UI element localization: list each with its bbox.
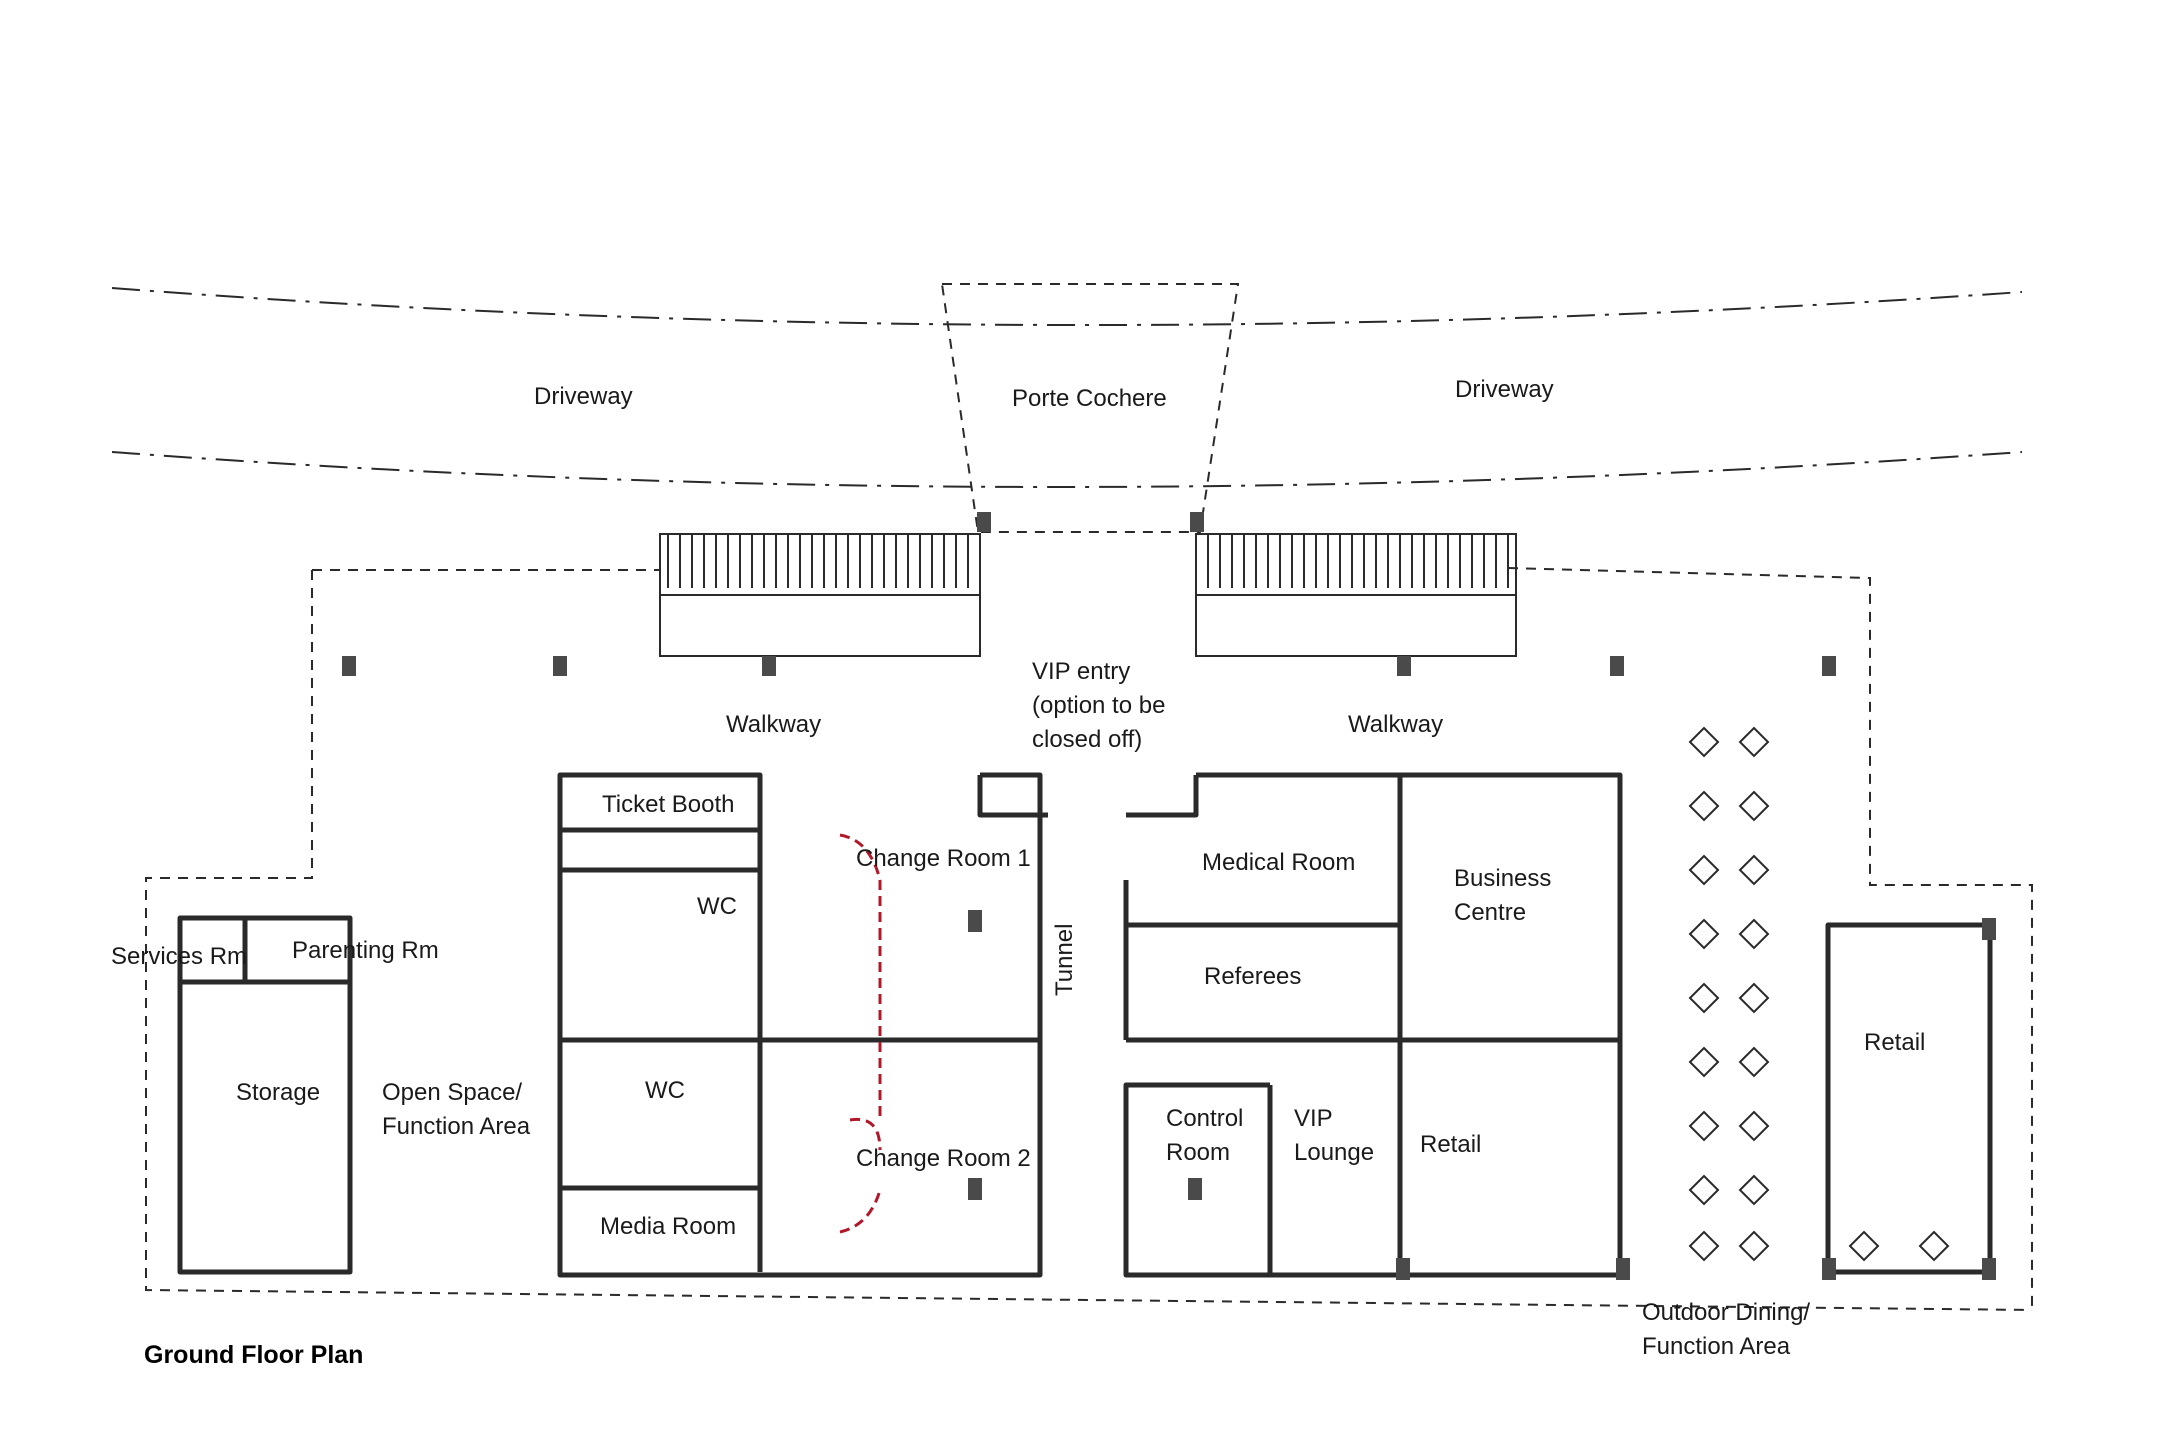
outdoor-tables — [1688, 726, 1950, 1262]
label-tunnel: Tunnel — [1051, 923, 1078, 997]
stairs-left — [659, 533, 981, 657]
label-parenting-rm: Parenting Rm — [292, 937, 439, 964]
label-outdoor-dining: Outdoor Dining/ Function Area — [1642, 1299, 1811, 1360]
label-referees: Referees — [1204, 963, 1302, 990]
label-vip-entry: VIP entry (option to be closed off) — [1032, 658, 1166, 753]
label-services-rm: Services Rm — [111, 943, 248, 970]
label-wc-upper: WC — [697, 893, 737, 920]
label-media-room: Media Room — [600, 1213, 737, 1240]
label-business-centre: Business Centre — [1454, 865, 1552, 926]
label-retail-middle: Retail — [1420, 1131, 1482, 1158]
driveway-edges — [111, 287, 2023, 488]
label-wc-lower: WC — [645, 1077, 685, 1104]
label-vip-lounge: VIP Lounge — [1294, 1105, 1375, 1166]
columns — [342, 512, 1996, 1280]
label-driveway-left: Driveway — [534, 383, 633, 410]
canopy-outline — [145, 567, 2033, 1311]
plan-title: Ground Floor Plan — [144, 1341, 364, 1369]
label-driveway-right: Driveway — [1455, 376, 1554, 403]
building-walls — [177, 772, 1993, 1278]
label-change-room-1: Change Room 1 — [856, 845, 1031, 872]
label-open-space: Open Space/ Function Area — [382, 1079, 531, 1140]
label-ticket-booth: Ticket Booth — [602, 791, 735, 818]
red-doors — [839, 833, 882, 1234]
label-storage: Storage — [236, 1079, 321, 1106]
label-walkway-right: Walkway — [1348, 711, 1444, 738]
label-porte-cochere: Porte Cochere — [1012, 385, 1167, 412]
label-change-room-2: Change Room 2 — [856, 1145, 1031, 1172]
label-walkway-left: Walkway — [726, 711, 822, 738]
label-retail-east: Retail — [1864, 1029, 1926, 1056]
label-medical-room: Medical Room — [1202, 849, 1356, 876]
label-control-room: Control Room — [1166, 1105, 1244, 1166]
stairs-right — [1195, 533, 1517, 657]
